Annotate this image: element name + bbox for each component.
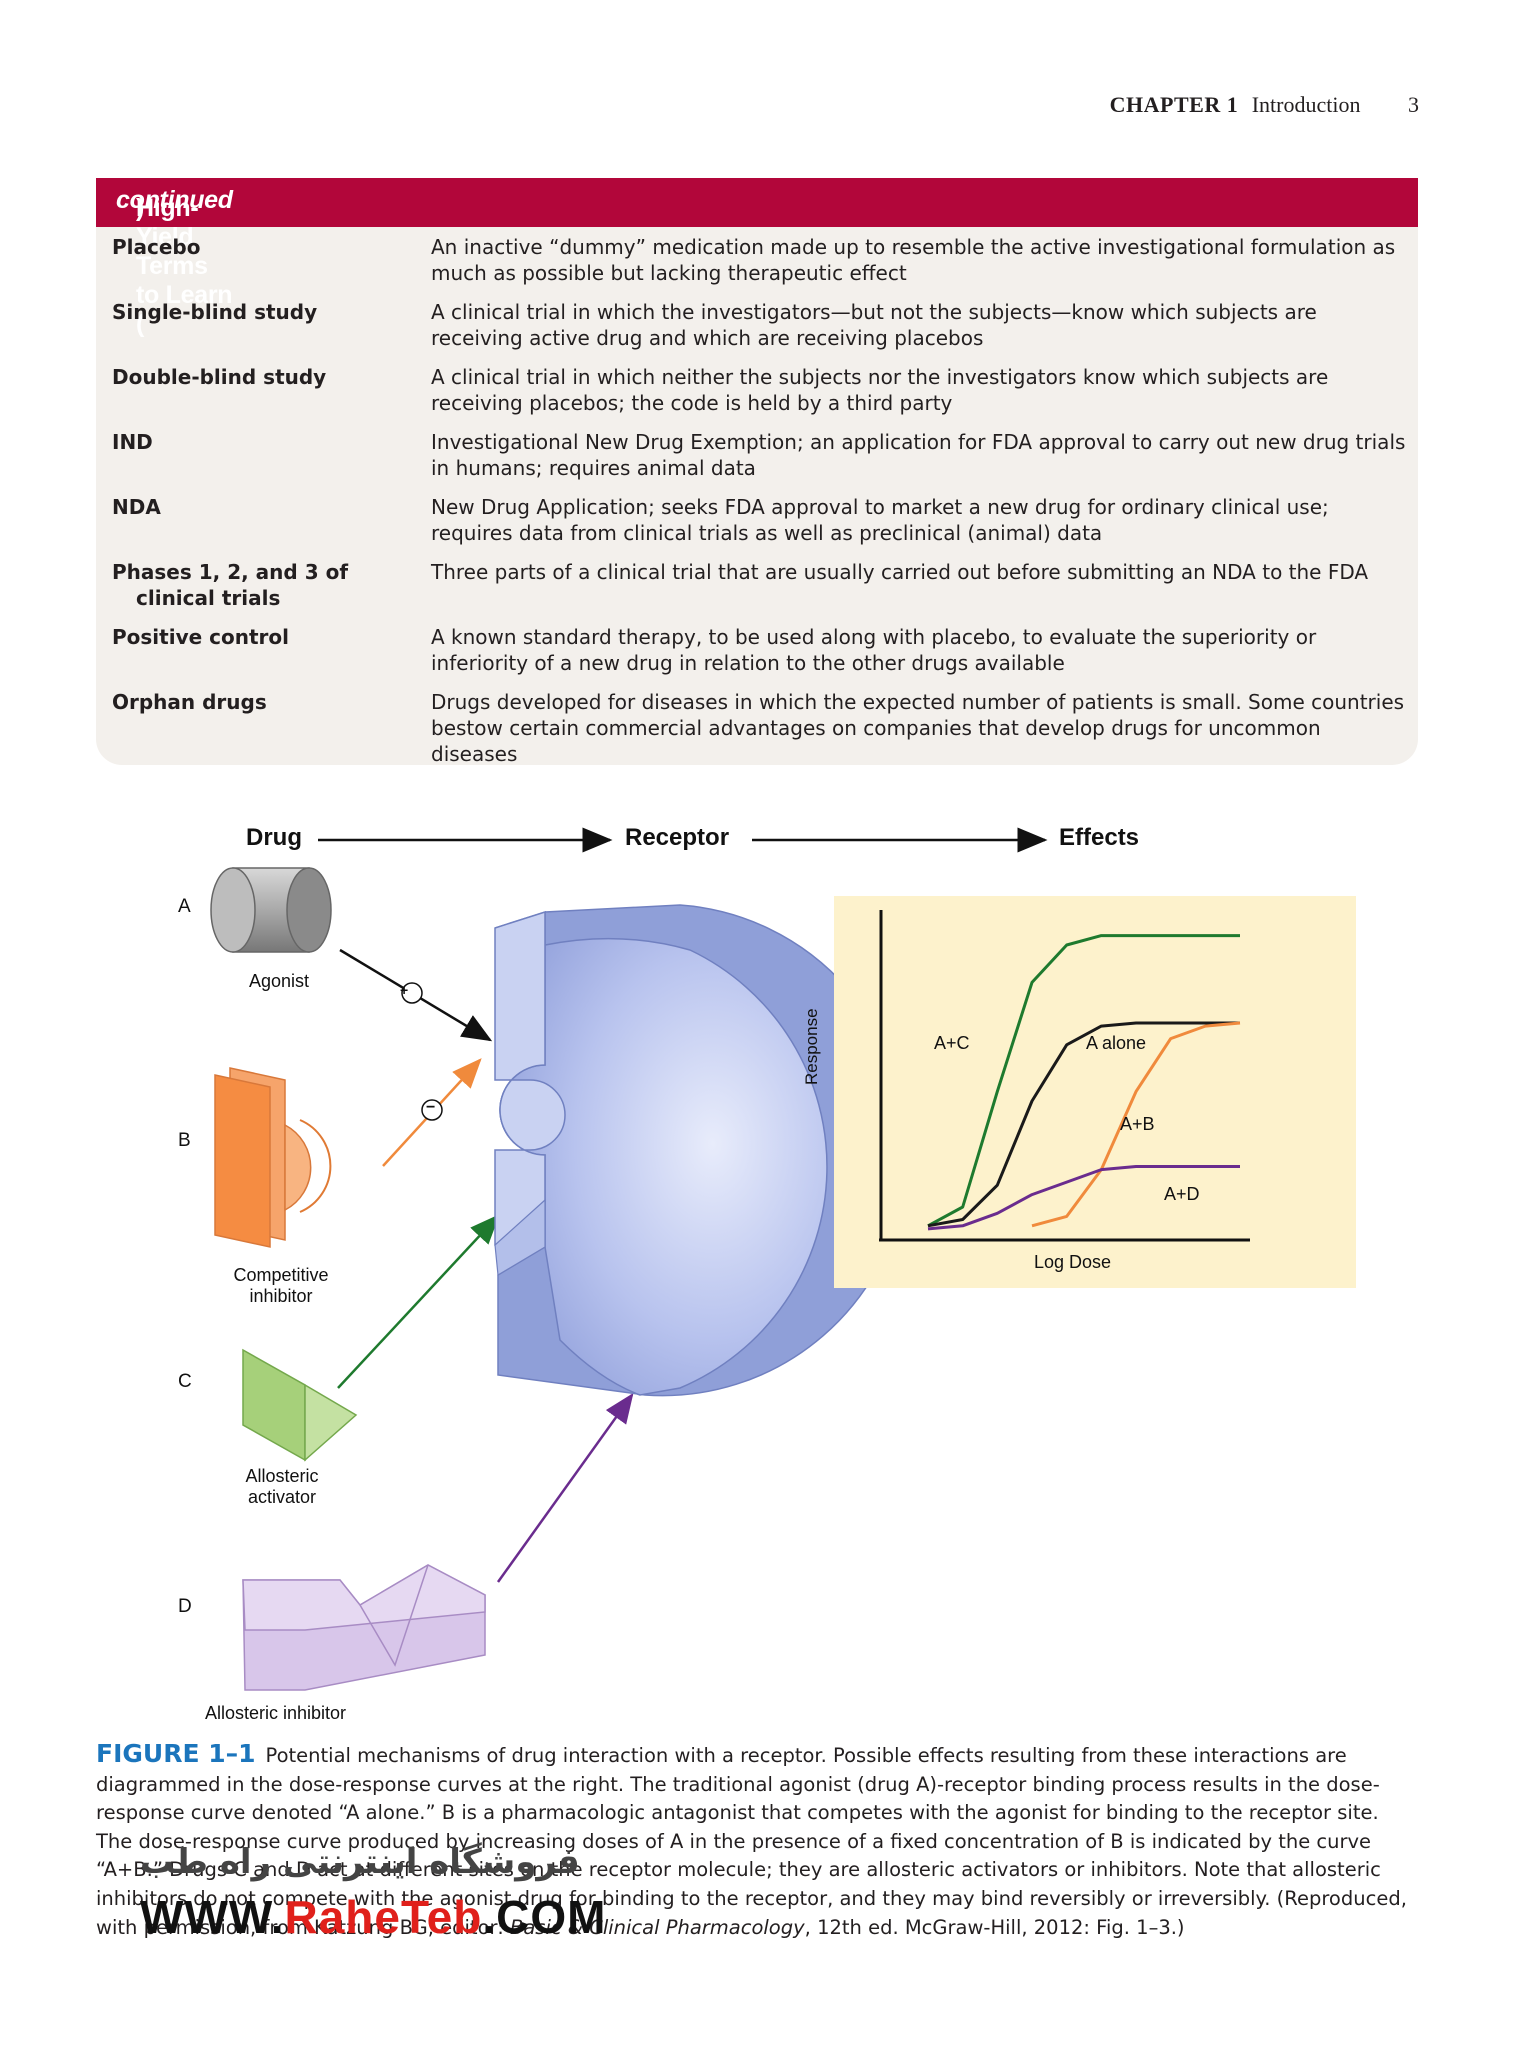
plus-sign-glyph: + [400,982,409,998]
figure-number: FIGURE 1–1 [96,1739,256,1768]
series-line-a-d [927,1165,1240,1231]
label-a: A [178,896,191,917]
series-label-ad: A+D [1164,1184,1200,1204]
term-definition: New Drug Application; seeks FDA approval… [431,495,1329,545]
series-line-a-c [927,934,1240,1228]
allosteric-activator-arrow [337,1214,500,1389]
chart-y-label: Response [802,1008,821,1085]
series-line-a-alone [927,1021,1240,1228]
term-label: Orphan drugs [112,690,267,714]
effects-heading: Effects [1059,824,1140,851]
chart-background [834,896,1356,1288]
competitive-inhibitor-shape [214,1067,332,1248]
term-label: Single-blind study [112,300,318,324]
label-b: B [178,1130,191,1151]
term-definition: An inactive “dummy” medication made up t… [431,235,1396,285]
watermark-url: WWW.RaheTeb.COM [140,1891,607,1943]
agonist-shape [210,867,332,953]
term-label: Double-blind study [112,365,327,389]
minus-sign-glyph: − [426,1099,436,1116]
high-yield-title: High-Yield Terms to Learn (continued) [116,186,233,338]
drug-heading: Drug [246,824,302,851]
series-line-a-b [1031,1021,1241,1228]
term-definition: Investigational New Drug Exemption; an a… [431,430,1406,480]
agonist-label: Agonist [249,971,310,991]
allosteric-inhibitor-shape [242,1564,486,1691]
term-label: NDA [112,495,161,519]
minus-sign-icon [421,1099,443,1121]
high-yield-panel [96,178,1418,765]
term-label: IND [112,430,153,454]
series-label-ab: A+B [1120,1114,1155,1134]
label-c: C [178,1371,192,1392]
series-label-ac: A+C [934,1033,970,1053]
chart-x-label: Log Dose [1034,1252,1112,1272]
term-definition: A known standard therapy, to be used alo… [431,625,1317,675]
label-d: D [178,1596,192,1617]
high-yield-banner: High-Yield Terms to Learn (continued) [96,178,1418,338]
term-definition: A clinical trial in which neither the su… [431,365,1329,415]
section-title: Introduction [1251,92,1361,117]
running-head: CHAPTER 1 Introduction 3 [1110,92,1419,118]
term-definition: A clinical trial in which the investigat… [431,300,1317,350]
allosteric-inhibitor-label: Allosteric inhibitor [205,1703,347,1723]
watermark-persian: فروشگاه اینترنتی راه طب [140,1842,580,1882]
series-label-a-alone: A alone [1086,1033,1147,1053]
term-label: Placebo [112,235,201,259]
plus-sign-icon [401,982,423,1004]
chart-series-group [927,934,1241,1231]
term-definition: Drugs developed for diseases in which th… [431,690,1405,766]
receptor-shape [494,904,909,1397]
receptor-heading: Receptor [625,824,730,851]
chapter-label: CHAPTER 1 [1109,92,1239,117]
allosteric-activator-shape [242,1348,358,1462]
page-number: 3 [1408,92,1419,117]
term-label: Positive control [112,625,289,649]
term-definition: Three parts of a clinical trial that are… [431,560,1369,584]
allosteric-inhibitor-arrow [496,1392,634,1583]
